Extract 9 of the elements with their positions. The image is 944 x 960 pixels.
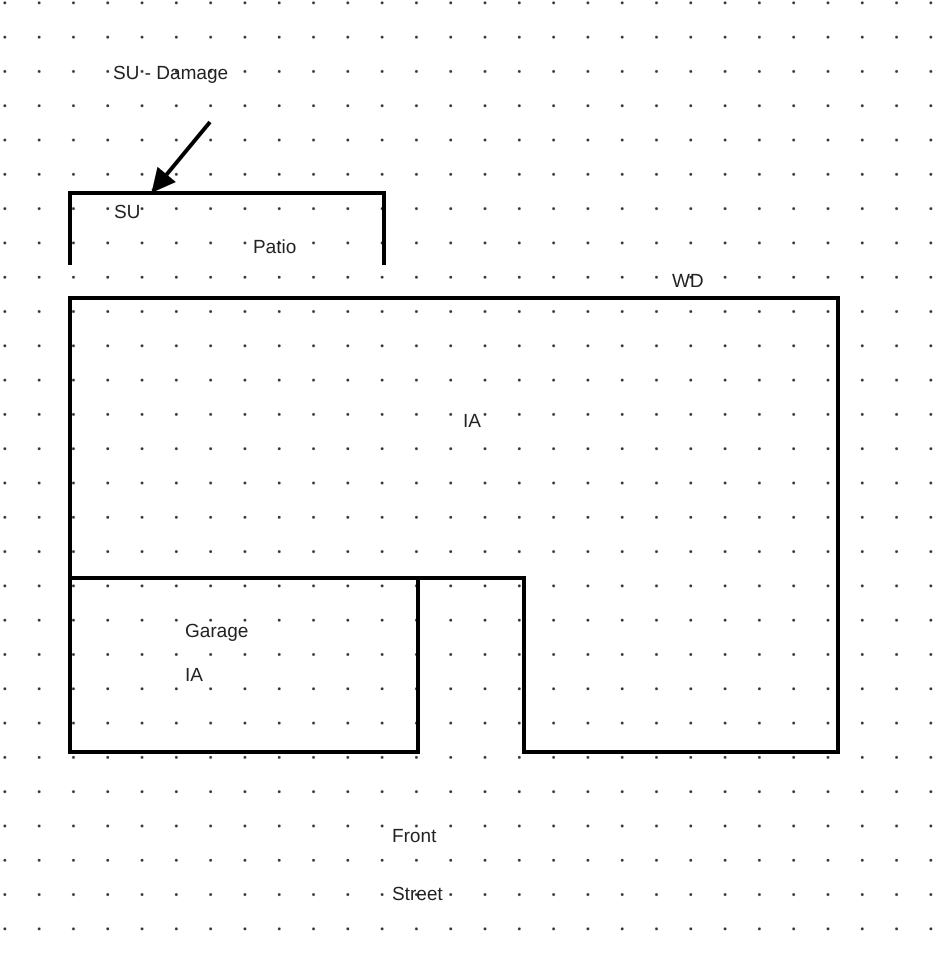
area-label: IA (185, 665, 203, 687)
area-label: SU (114, 202, 140, 224)
area-label: Garage (185, 621, 248, 643)
area-label: WD (672, 271, 704, 293)
callout-text: SU - Damage (113, 63, 228, 85)
area-label: IA (463, 411, 481, 433)
street-label: Front Street (392, 825, 444, 907)
area-label: Patio (253, 237, 296, 259)
arrow (151, 120, 212, 193)
